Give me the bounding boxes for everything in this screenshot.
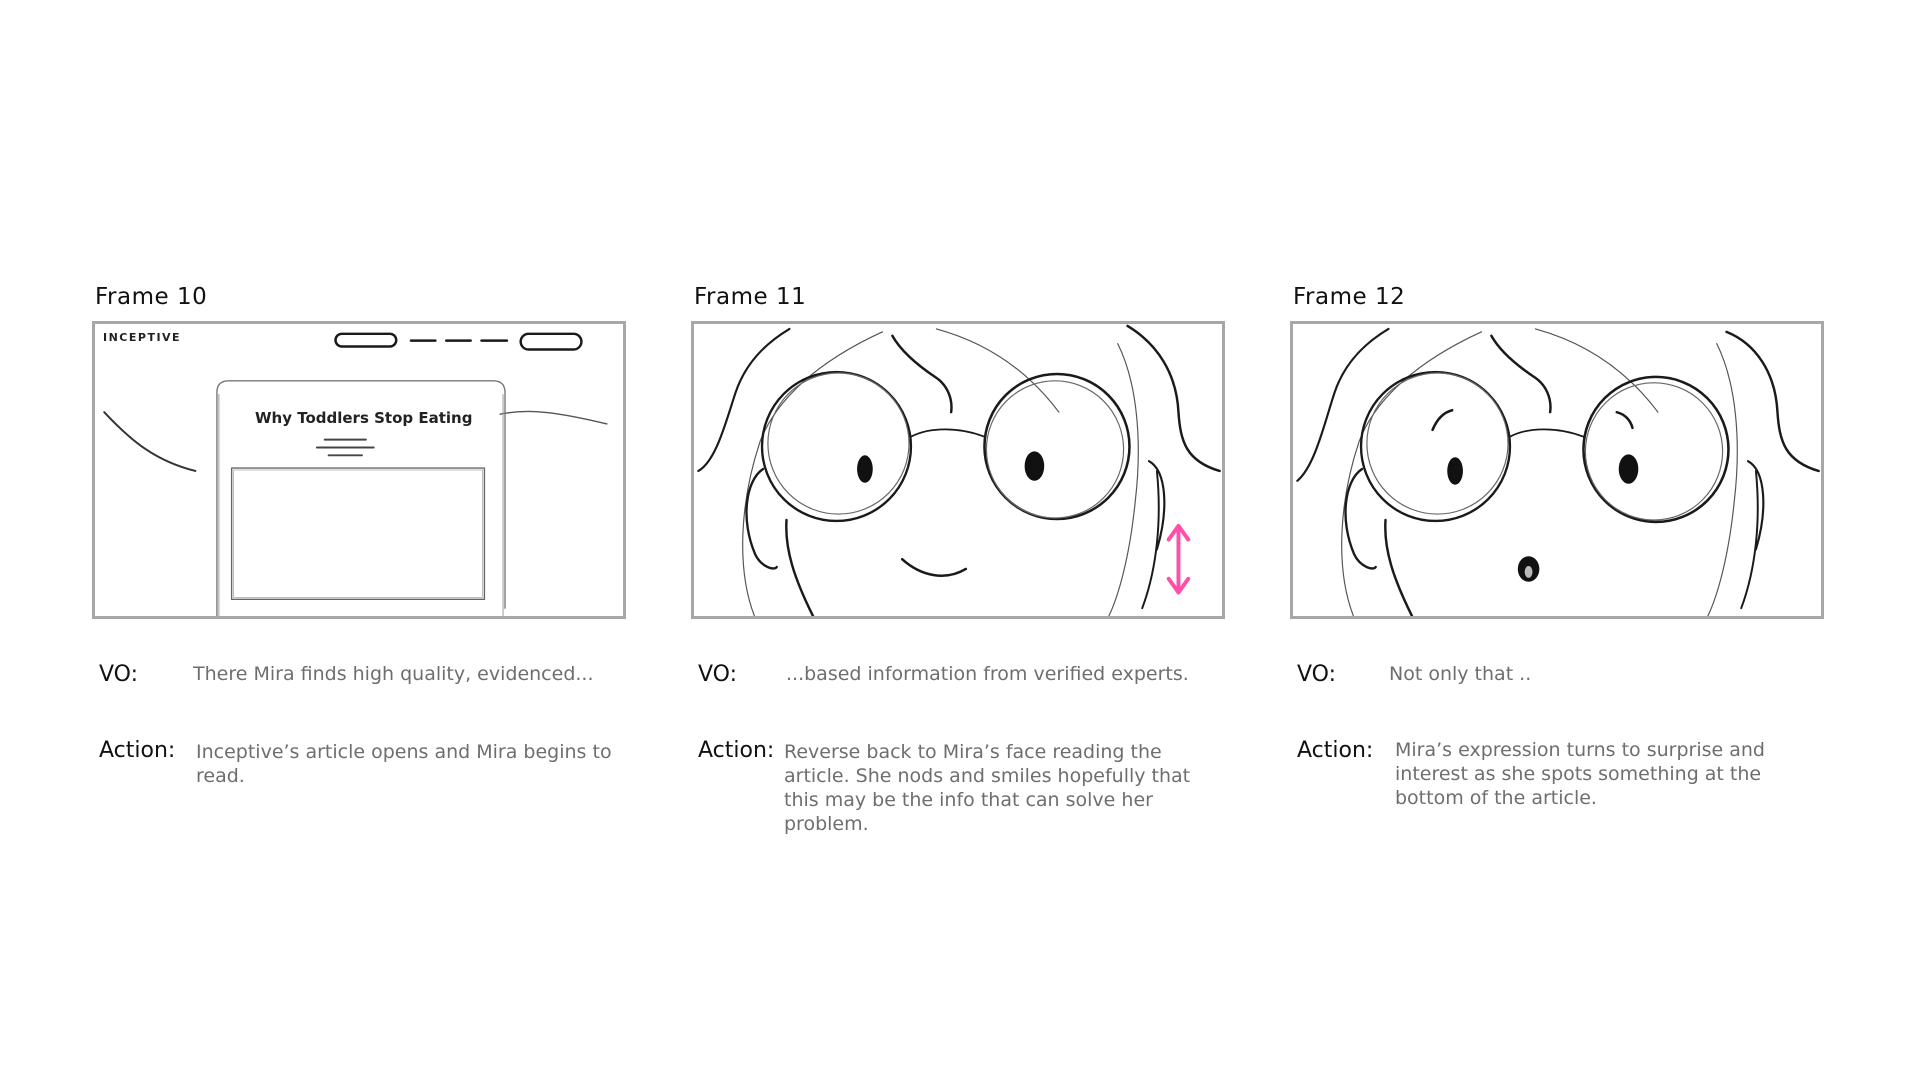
action-label: Action:: [698, 738, 775, 763]
sketch-panel-mira-face-surprise: [1290, 321, 1824, 619]
frame-title: Frame 11: [694, 284, 807, 310]
vo-text: There Mira finds high quality, evidenced…: [193, 663, 594, 685]
action-text: Inceptive’s article opens and Mira begin…: [196, 741, 612, 787]
left-pupil: [1447, 457, 1463, 485]
action-text: Mira’s expression turns to surprise and …: [1395, 739, 1765, 809]
frame-title: Frame 12: [1293, 284, 1406, 310]
vo-text: ...based information from verified exper…: [786, 663, 1189, 685]
nod-arrow-icon: [1166, 523, 1191, 595]
vo-label: VO:: [99, 662, 139, 687]
left-pupil: [857, 455, 873, 483]
vo-label: VO:: [1297, 662, 1337, 687]
frame-title: Frame 10: [95, 284, 208, 310]
right-pupil: [1024, 451, 1045, 481]
action-label: Action:: [99, 738, 176, 763]
vo-label: VO:: [698, 662, 738, 687]
vo-text: Not only that ..: [1389, 663, 1532, 685]
sketch-phone-article: [103, 332, 608, 616]
inceptive-logo: INCEPTIVE: [103, 331, 182, 344]
action-label: Action:: [1297, 738, 1374, 763]
right-pupil: [1618, 454, 1639, 484]
sketch-panel-mira-face-smile: [691, 321, 1225, 619]
action-text: Reverse back to Mira’s face reading the …: [784, 741, 1191, 835]
article-title: Why Toddlers Stop Eating: [255, 409, 473, 427]
sketch-panel-phone-screen: INCEPTIVE Why Toddlers Stop Eating: [92, 321, 626, 619]
sketch-mira-face-smiling: [697, 324, 1221, 616]
sketch-mira-face-surprised: [1296, 327, 1820, 616]
